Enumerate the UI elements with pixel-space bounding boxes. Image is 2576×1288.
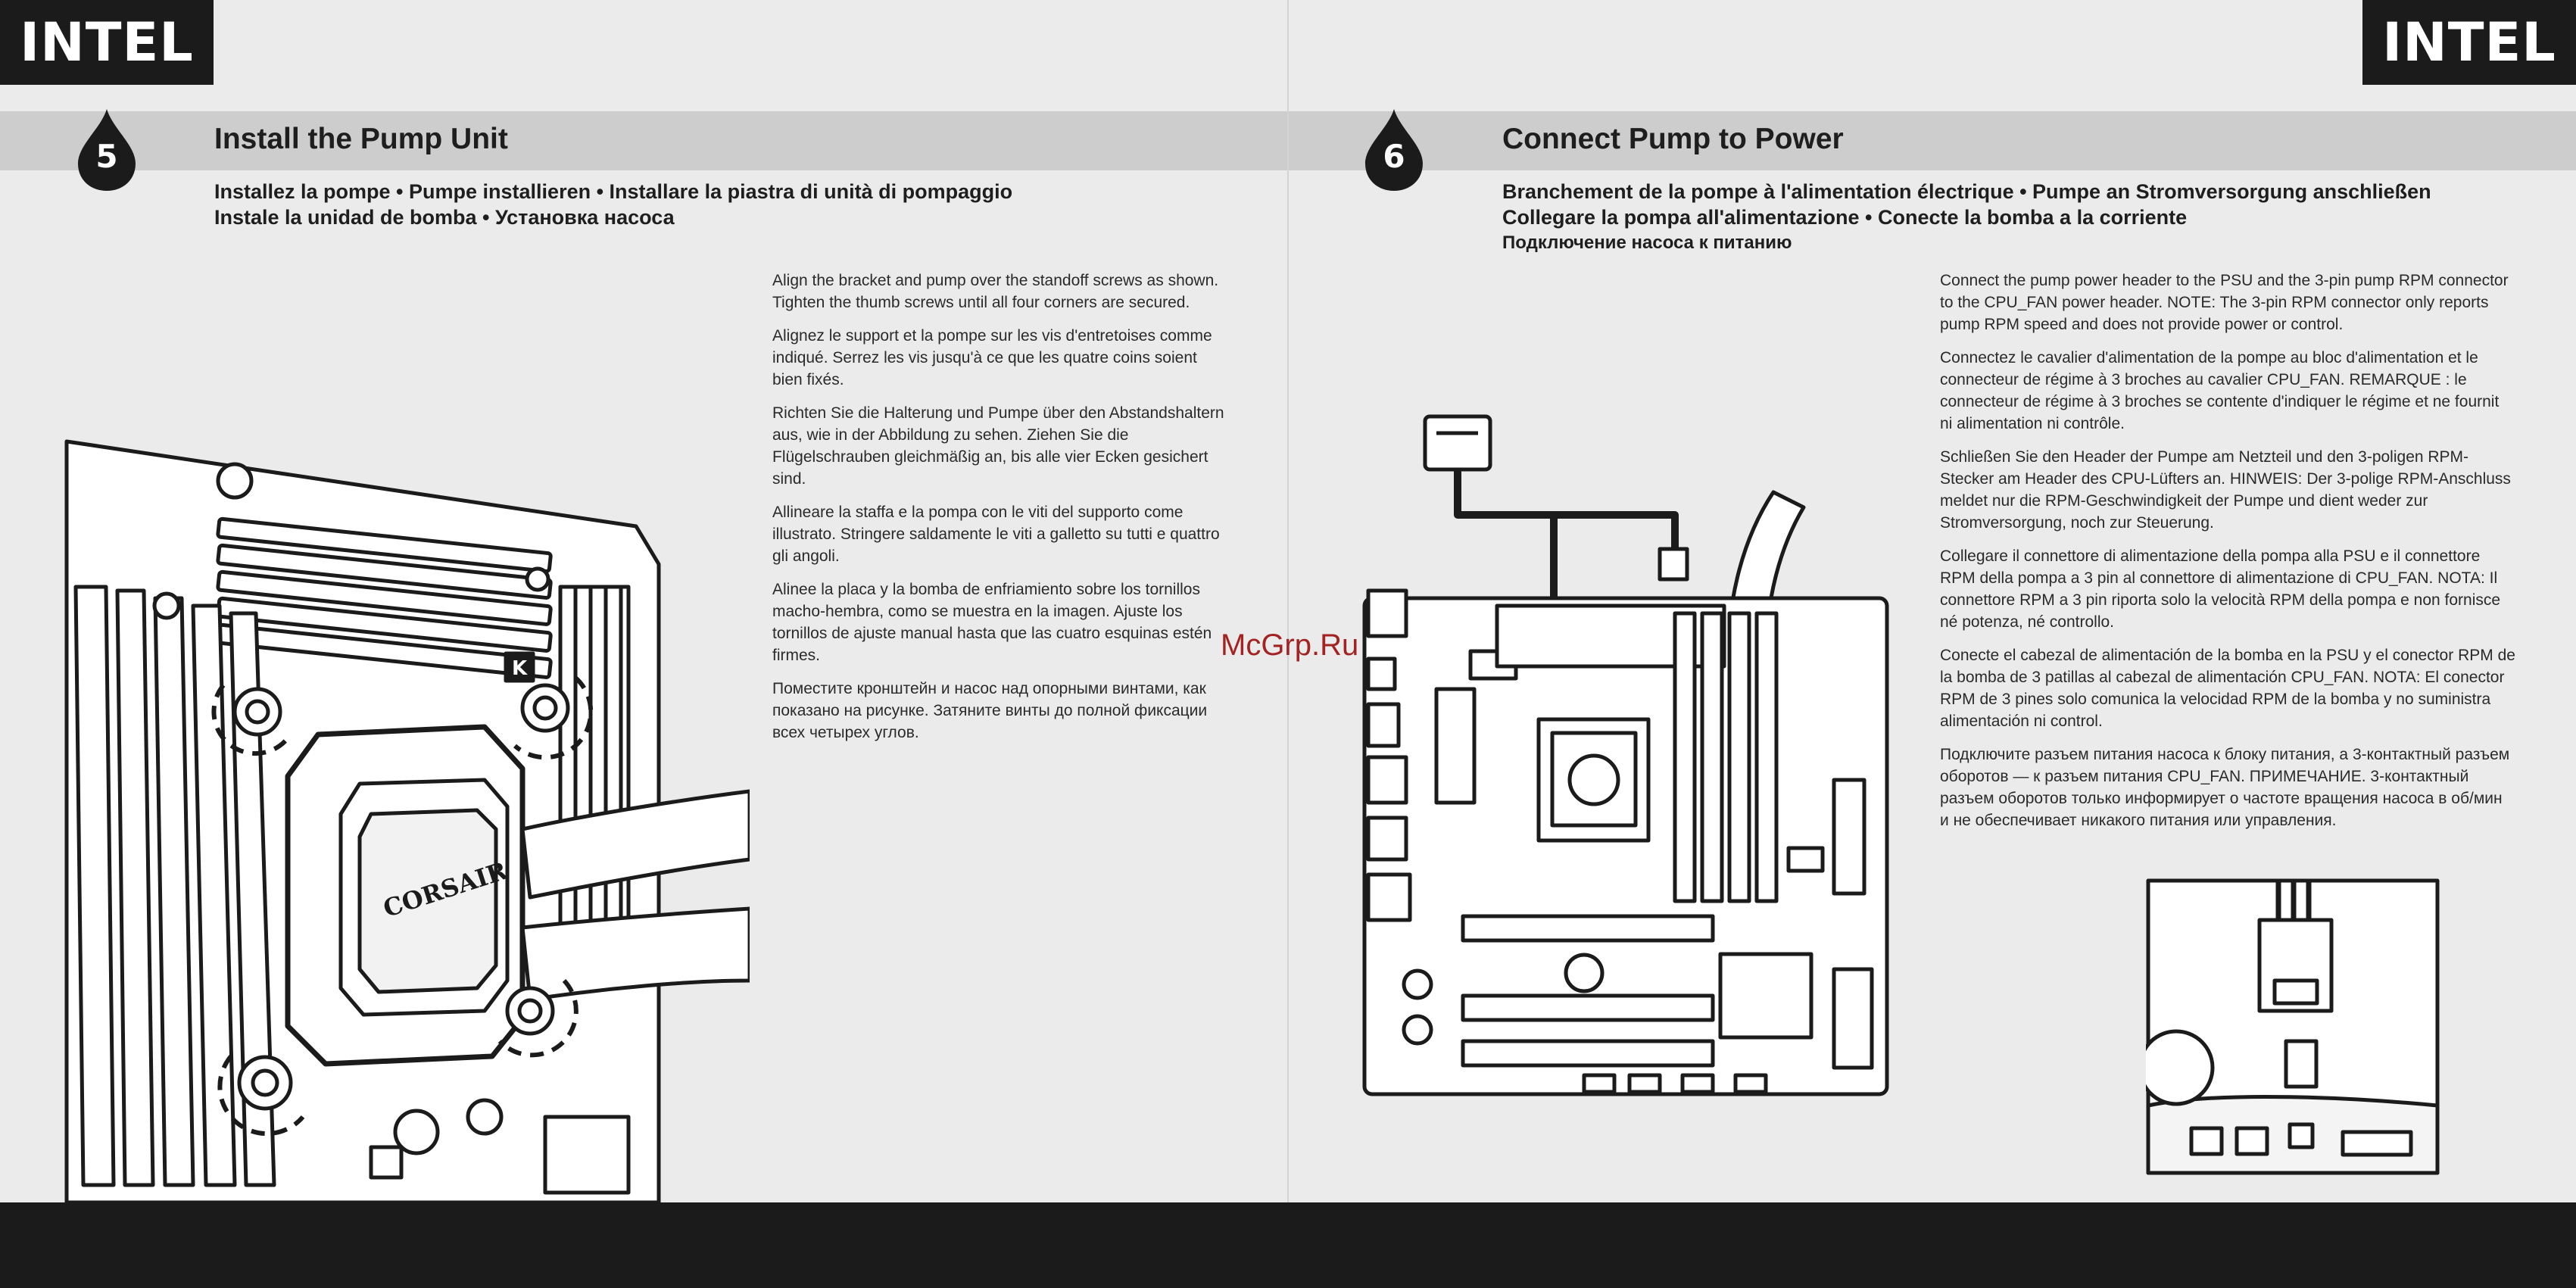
rpm-connector bbox=[1658, 547, 1689, 582]
dimm-slot bbox=[1673, 611, 1697, 903]
instruction-text: Connect the pump power header to the PSU… bbox=[1940, 270, 2515, 843]
pcie-slot bbox=[1461, 993, 1715, 1022]
step-title-band bbox=[1289, 111, 2576, 170]
capacitor bbox=[2146, 1029, 2215, 1106]
step-number: 6 bbox=[1383, 138, 1405, 175]
board-components bbox=[152, 462, 631, 1195]
step-title: Install the Pump Unit bbox=[214, 123, 508, 155]
dimm-slot bbox=[1754, 611, 1779, 903]
motherboard-power-illustration bbox=[1362, 414, 1889, 1096]
dimm-slot bbox=[1727, 611, 1751, 903]
instruction-es: Alinee la placa y la bomba de enfriamien… bbox=[772, 581, 1212, 664]
psu-power-connector bbox=[1423, 414, 1492, 472]
brand-logo-left: INTEL bbox=[0, 0, 214, 85]
pump-unit: CORSAIR bbox=[285, 724, 525, 1067]
pcie-slot bbox=[1461, 1039, 1715, 1068]
step-title: Connect Pump to Power bbox=[1502, 123, 1844, 155]
coolant-tubes bbox=[520, 789, 750, 1002]
step-title-band bbox=[0, 111, 1287, 170]
board-components bbox=[1366, 588, 1874, 1094]
instruction-de: Richten Sie die Halterung und Pumpe über… bbox=[772, 404, 1224, 488]
subtitle-line: Подключение насоса к питанию bbox=[1502, 232, 1792, 253]
droplet-icon bbox=[1365, 109, 1423, 191]
subtitle-line: Collegare la pompa all'alimentazione • C… bbox=[1502, 206, 2188, 229]
instruction-en: Connect the pump power header to the PSU… bbox=[1940, 272, 2509, 333]
rpm-header-inset bbox=[2146, 878, 2440, 1175]
memory-modules bbox=[216, 516, 553, 679]
instruction-en: Align the bracket and pump over the stan… bbox=[772, 272, 1219, 311]
watermark-text: McGrp.Ru bbox=[1221, 628, 1359, 662]
pump-power-cable bbox=[1454, 469, 1679, 549]
instruction-text: Align the bracket and pump over the stan… bbox=[772, 270, 1227, 755]
instruction-es: Conecte el cabezal de alimentación de la… bbox=[1940, 647, 2515, 730]
instruction-ru: Подключите разъем питания насоса к блоку… bbox=[1940, 746, 2510, 829]
brand-logo-right: INTEL bbox=[2362, 0, 2576, 85]
callout-badge bbox=[504, 651, 535, 683]
instruction-fr: Connectez le cavalier d'alimentation de … bbox=[1940, 349, 2500, 432]
right-page: INTEL 6 Connect Pump to Power Branchemen… bbox=[1289, 0, 2576, 1202]
thumb-screws bbox=[232, 683, 570, 1111]
right-heatsink bbox=[558, 585, 631, 983]
step-number-badge: 5 bbox=[76, 108, 137, 192]
instruction-ru: Поместите кронштейн и насос над опорными… bbox=[772, 680, 1208, 741]
footer-band bbox=[0, 1202, 2576, 1288]
instruction-it: Collegare il connettore di alimentazione… bbox=[1940, 547, 2501, 631]
pump-install-illustration: CORSAIR bbox=[64, 439, 750, 1202]
page-spine bbox=[1287, 0, 1289, 1202]
instruction-it: Allineare la staffa e la pompa con le vi… bbox=[772, 504, 1220, 565]
translated-subtitles: Installez la pompe • Pumpe installieren … bbox=[214, 179, 1012, 230]
callout-label: K bbox=[512, 657, 528, 680]
step-number: 5 bbox=[95, 138, 118, 175]
pcie-slot bbox=[1461, 914, 1715, 943]
subtitle-line: Branchement de la pompe à l'alimentation… bbox=[1502, 180, 2431, 203]
vrm-heatsink-fins bbox=[73, 585, 276, 1187]
fan-header bbox=[2284, 1039, 2319, 1089]
rotation-arrows bbox=[211, 675, 594, 1137]
subtitle-line: Instale la unidad de bomba • Установка н… bbox=[214, 206, 675, 229]
droplet-icon bbox=[78, 109, 136, 191]
translated-subtitles: Branchement de la pompe à l'alimentation… bbox=[1502, 179, 2431, 256]
instruction-de: Schließen Sie den Header der Pumpe am Ne… bbox=[1940, 448, 2511, 532]
subtitle-line: Installez la pompe • Pumpe installieren … bbox=[214, 180, 1013, 203]
dimm-slot bbox=[1700, 611, 1724, 903]
atx-power-header bbox=[1832, 778, 1867, 896]
step-number-badge: 6 bbox=[1364, 108, 1424, 192]
instruction-fr: Alignez le support et la pompe sur les v… bbox=[772, 327, 1212, 388]
left-page: INTEL 5 Install the Pump Unit Installez … bbox=[0, 0, 1287, 1202]
